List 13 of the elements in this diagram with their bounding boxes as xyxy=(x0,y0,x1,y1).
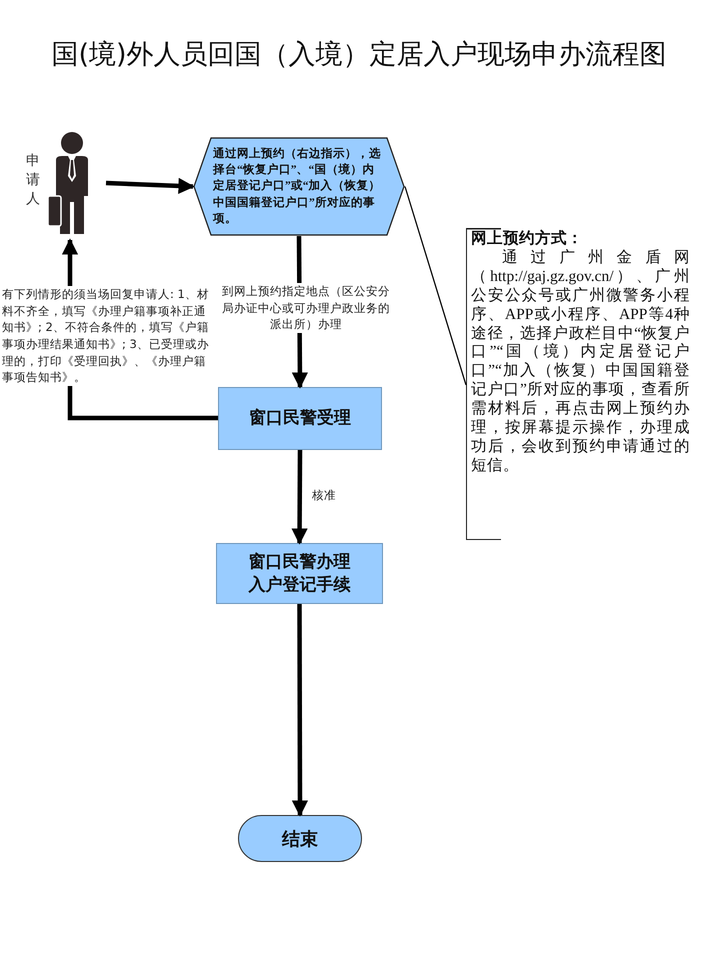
person-label: 申请人 xyxy=(26,152,40,209)
arrow xyxy=(292,604,308,817)
end-terminal: 结束 xyxy=(238,815,362,862)
diagram-title: 国(境)外人员回国（入境）定居入户现场申办流程图 xyxy=(50,38,668,72)
leader-line xyxy=(404,186,467,386)
hexagon-step: 通过网上预约（右边指示），选择台“恢复户口”、“国（境）内定居登记户口”或“加入（恢复）中国国籍登记户口”所对应的事项。 xyxy=(193,137,405,236)
arrow xyxy=(291,450,308,545)
note-text: 通过广州金盾网（http://gaj.gz.gov.cn/）、广州公安公众号或广州微警务小程序、APP或小程序、APP等4种途径，选择户政栏目中“恢复户口”“国（境）内定居登记户口”“加入（恢复）中国国籍登记户口”所对应的事项，查看所需材料后，再点击网上预约办理，按屏幕提示操作，办理成功后，会收到预约申请通过的短信。 xyxy=(471,248,690,476)
process-box: 窗口民警办理入户登记手续 xyxy=(216,543,383,604)
process-box: 窗口民警受理 xyxy=(218,387,382,450)
note-heading: 网上预约方式： xyxy=(471,230,584,249)
arrow xyxy=(106,178,195,194)
edge-label: 到网上预约指定地点（区公安分局办证中心或可办理户政业务的派出所）办理 xyxy=(222,283,390,334)
